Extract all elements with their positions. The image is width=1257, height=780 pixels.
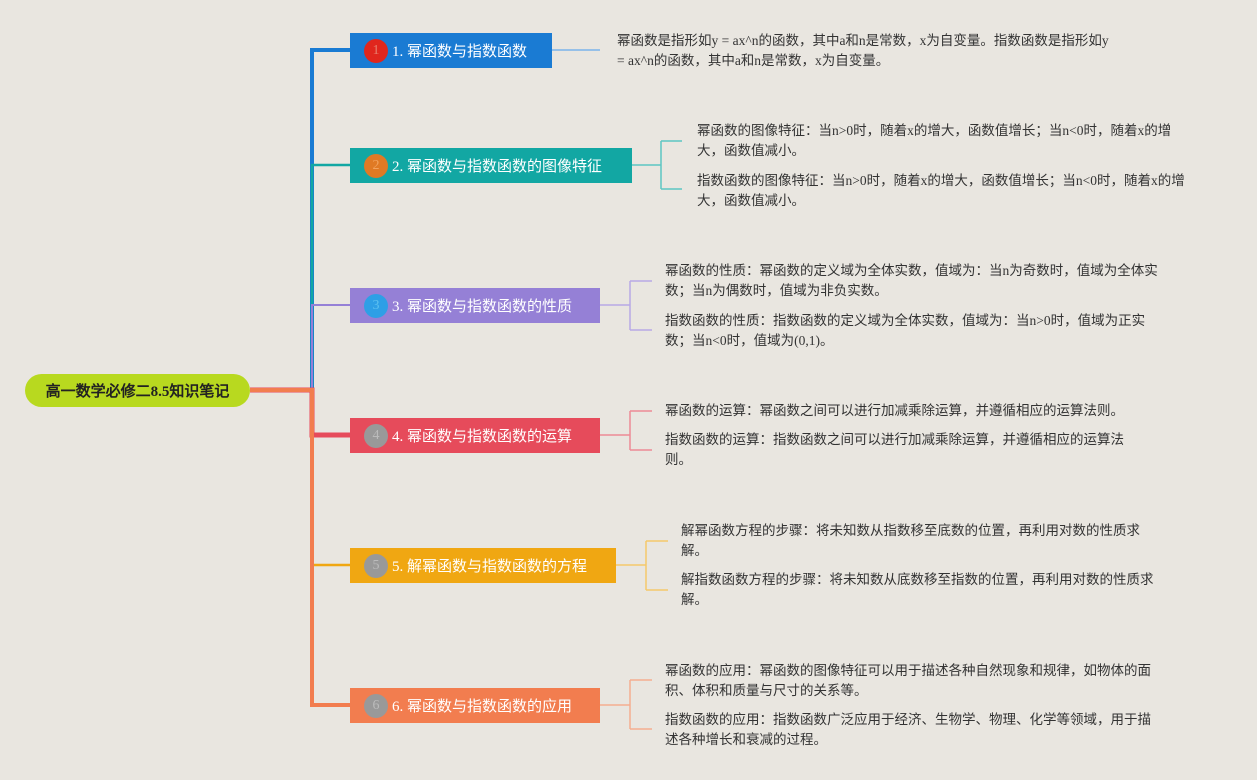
number-5-icon: 5 — [364, 553, 388, 578]
leaf-topic-1-1[interactable]: 幂函数是指形如y = ax^n的函数，其中a和n是常数，x为自变量。指数函数是指… — [617, 33, 1109, 68]
branch-label: 3. 幂函数与指数函数的性质 — [392, 299, 573, 315]
leaf-topic-6-1[interactable]: 幂函数的应用：幂函数的图像特征可以用于描述各种自然现象和规律，如物体的面积、体积… — [665, 663, 1151, 698]
branch-topic-6[interactable]: 6 6. 幂函数与指数函数的应用 — [350, 688, 600, 723]
number-2-icon: 2 — [364, 153, 388, 178]
leaf-topic-2-1[interactable]: 幂函数的图像特征：当n>0时，随着x的增大，函数值增长；当n<0时，随着x的增大… — [697, 123, 1172, 158]
branch-topic-2[interactable]: 2 2. 幂函数与指数函数的图像特征 — [350, 148, 632, 183]
leaf-topic-2-2[interactable]: 指数函数的图像特征：当n>0时，随着x的增大，函数值增长；当n<0时，随着x的增… — [697, 173, 1185, 208]
number-6-icon: 6 — [364, 693, 388, 718]
number-3-icon: 3 — [364, 293, 388, 318]
leaf-topic-4-1[interactable]: 幂函数的运算：幂函数之间可以进行加减乘除运算，并遵循相应的运算法则。 — [665, 403, 1124, 418]
branch-label: 6. 幂函数与指数函数的应用 — [392, 699, 573, 715]
root-topic[interactable]: 高一数学必修二8.5知识笔记 — [25, 374, 250, 407]
branch-label: 5. 解幂函数与指数函数的方程 — [392, 559, 588, 575]
branch-label: 4. 幂函数与指数函数的运算 — [392, 429, 573, 445]
branch-topic-4[interactable]: 4 4. 幂函数与指数函数的运算 — [350, 418, 600, 453]
branch-label: 2. 幂函数与指数函数的图像特征 — [392, 159, 603, 175]
leaf-topic-4-2[interactable]: 指数函数的运算：指数函数之间可以进行加减乘除运算，并遵循相应的运算法则。 — [665, 432, 1124, 467]
root-topic-label: 高一数学必修二8.5知识笔记 — [45, 384, 230, 400]
branch-topic-3[interactable]: 3 3. 幂函数与指数函数的性质 — [350, 288, 600, 323]
branch-topic-5[interactable]: 5 5. 解幂函数与指数函数的方程 — [350, 548, 616, 583]
branch-label: 1. 幂函数与指数函数 — [392, 44, 528, 60]
branch-topic-1[interactable]: 1 1. 幂函数与指数函数 — [350, 33, 552, 68]
number-1-icon: 1 — [364, 38, 388, 63]
leaf-topic-5-2[interactable]: 解指数函数方程的步骤：将未知数从底数移至指数的位置，再利用对数的性质求解。 — [681, 572, 1154, 607]
leaf-topic-3-1[interactable]: 幂函数的性质：幂函数的定义域为全体实数，值域为：当n为奇数时，值域为全体实数；当… — [665, 263, 1158, 298]
number-4-icon: 4 — [364, 423, 388, 448]
leaf-topic-5-1[interactable]: 解幂函数方程的步骤：将未知数从指数移至底数的位置，再利用对数的性质求解。 — [681, 523, 1140, 558]
leaf-topic-3-2[interactable]: 指数函数的性质：指数函数的定义域为全体实数，值域为：当n>0时，值域为正实数；当… — [665, 313, 1146, 348]
leaf-topic-6-2[interactable]: 指数函数的应用：指数函数广泛应用于经济、生物学、物理、化学等领域，用于描述各种增… — [665, 712, 1151, 747]
